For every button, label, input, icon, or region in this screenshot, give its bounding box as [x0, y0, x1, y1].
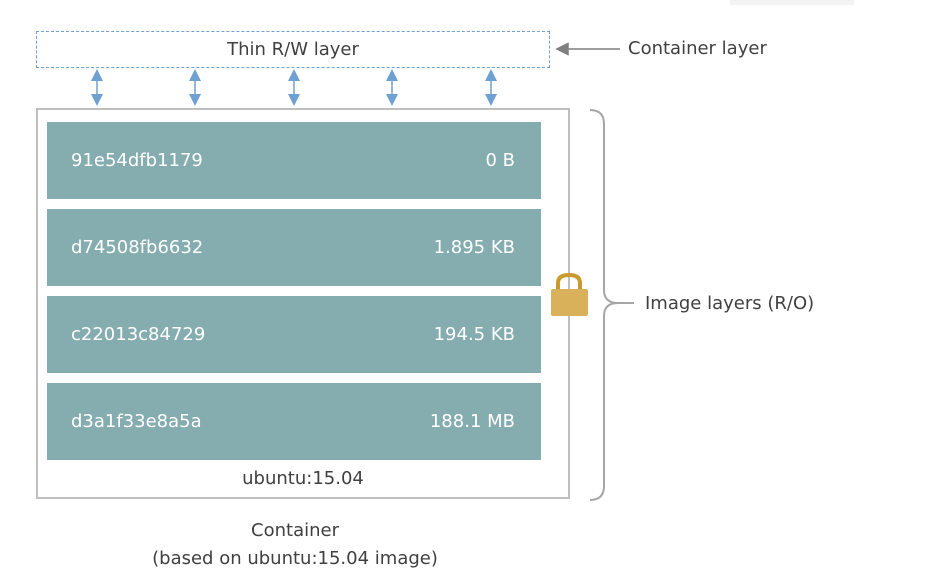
caption-title: Container [251, 520, 339, 541]
layer-size: 188.1 MB [429, 411, 515, 432]
rw-layer-arrows [91, 69, 497, 106]
image-layer: 91e54dfb1179 0 B [47, 122, 541, 199]
layer-size: 194.5 KB [433, 324, 515, 345]
thin-rw-layer-box: Thin R/W layer [36, 31, 550, 68]
layer-size: 1.895 KB [433, 237, 515, 258]
top-tab-stub [730, 0, 854, 5]
image-layer: d74508fb6632 1.895 KB [47, 209, 541, 286]
layer-size: 0 B [485, 150, 515, 171]
image-layers-label: Image layers (R/O) [645, 293, 815, 314]
layer-id: d74508fb6632 [71, 237, 204, 258]
layer-id: c22013c84729 [71, 324, 206, 345]
container-layer-label: Container layer [628, 38, 767, 59]
layer-id: 91e54dfb1179 [71, 150, 203, 171]
image-layers-bracket [589, 109, 619, 501]
base-image-name: ubuntu:15.04 [242, 468, 364, 489]
thin-rw-layer-label: Thin R/W layer [227, 39, 359, 60]
image-layer: d3a1f33e8a5a 188.1 MB [47, 383, 541, 460]
caption-subtitle: (based on ubuntu:15.04 image) [152, 548, 438, 569]
lock-icon [551, 272, 588, 316]
layer-id: d3a1f33e8a5a [71, 411, 202, 432]
image-layer: c22013c84729 194.5 KB [47, 296, 541, 373]
